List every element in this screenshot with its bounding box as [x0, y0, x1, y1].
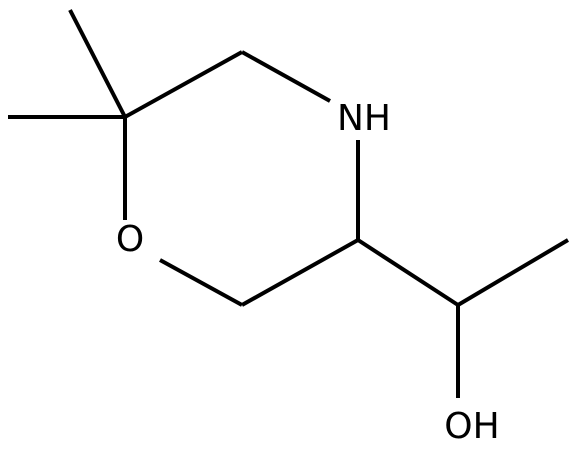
bond-choh-methyl — [456, 238, 570, 307]
bond-c6-c5 — [124, 50, 243, 119]
bond-methyl-upper — [68, 9, 127, 118]
bond-c5-n4 — [241, 50, 331, 103]
bond-c3-c2 — [241, 238, 359, 307]
atom-label-nh: NH — [337, 98, 391, 139]
bond-c3-choh — [356, 238, 460, 307]
bonds — [8, 9, 570, 398]
atom-labels: NH O OH — [116, 98, 500, 447]
atom-label-oh: OH — [444, 406, 499, 447]
bond-c2-o1 — [159, 258, 243, 307]
atom-label-o: O — [116, 219, 144, 260]
